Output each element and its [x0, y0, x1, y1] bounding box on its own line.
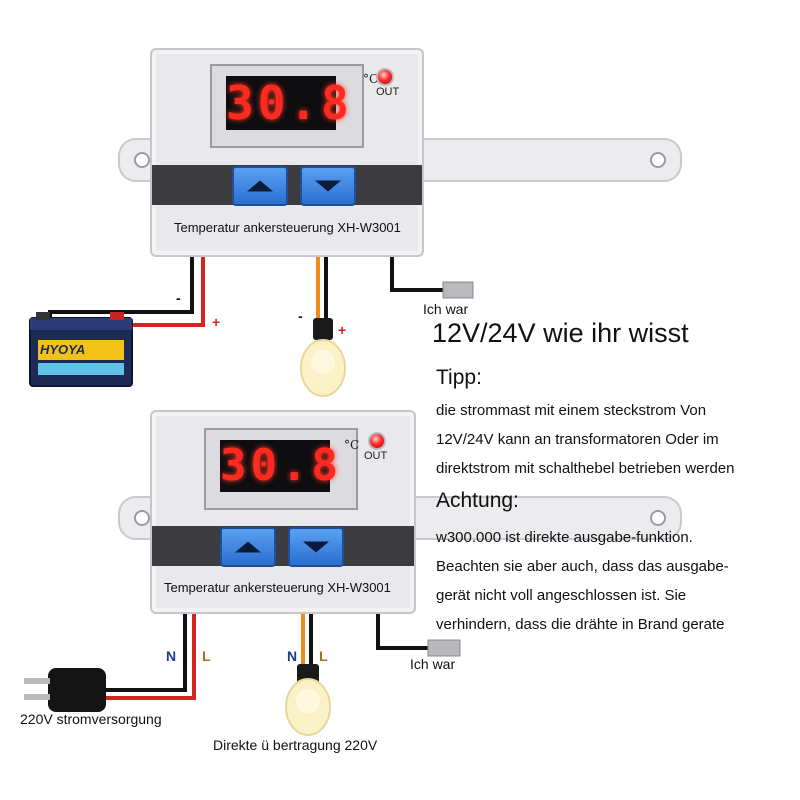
plug-icon	[24, 668, 106, 712]
model-label: Temperatur ankersteuerung XH-W3001	[164, 580, 391, 595]
up-button[interactable]	[232, 166, 288, 206]
temperature-display: 30.8	[226, 76, 353, 130]
power-n-label: N	[166, 648, 177, 664]
bulb-l-label: L	[319, 648, 328, 664]
tip-title: Tipp:	[436, 366, 482, 389]
model-label: Temperatur ankersteuerung XH-W3001	[174, 220, 401, 235]
down-arrow-icon	[315, 180, 341, 192]
mount-hole	[650, 152, 666, 168]
tip-line: 12V/24V kann an transformatoren Oder im	[436, 431, 719, 448]
unit-label: °C	[344, 438, 360, 452]
control-band	[152, 526, 414, 566]
display-frame: 30.8	[204, 428, 358, 510]
sensor-probe-icon	[390, 255, 474, 299]
attention-line: w300.000 ist direkte ausgabe-funktion.	[436, 529, 693, 546]
bottom-controller: 30.8 °C OUT Temperatur ankersteuerung XH…	[150, 410, 416, 614]
sensor-probe-icon	[376, 612, 461, 657]
bottom-power-wires	[103, 610, 196, 700]
down-button[interactable]	[288, 527, 344, 567]
up-arrow-icon	[235, 541, 261, 553]
top-bulb-wires	[316, 253, 328, 327]
top-probe-label: Ich war	[423, 301, 469, 317]
lightbulb-icon	[285, 664, 331, 736]
power-l-label: L	[202, 648, 211, 664]
out-label: OUT	[364, 450, 388, 462]
tip-line: direktstrom mit schalthebel betrieben we…	[436, 460, 735, 477]
mount-hole	[134, 152, 150, 168]
attention-line: Beachten sie aber auch, dass das ausgabe…	[436, 558, 729, 575]
tip-line: die strommast mit einem steckstrom Von	[436, 402, 707, 419]
unit-label: °C	[363, 72, 379, 86]
attention-line: verhindern, dass die drähte in Brand ger…	[436, 616, 725, 633]
up-button[interactable]	[220, 527, 276, 567]
power-caption: 220V stromversorgung	[20, 711, 162, 727]
led-indicator-icon	[368, 432, 386, 450]
mount-hole	[650, 510, 666, 526]
led-indicator-icon	[376, 68, 394, 86]
down-arrow-icon	[303, 541, 329, 553]
bottom-probe-label: Ich war	[410, 656, 456, 672]
battery-icon	[29, 312, 133, 387]
lightbulb-icon	[300, 318, 346, 397]
down-button[interactable]	[300, 166, 356, 206]
bulb-minus-label: -	[298, 308, 303, 324]
battery-brand: HYOYA	[40, 342, 86, 357]
output-caption: Direkte ü bertragung 220V	[213, 737, 378, 753]
bulb-plus-label: +	[338, 322, 347, 338]
top-controller: 30.8 °C OUT Temperatur ankersteuerung XH…	[150, 48, 424, 257]
display-frame: 30.8	[210, 64, 364, 148]
battery-plus-label: +	[212, 314, 221, 330]
battery-minus-label: -	[176, 290, 181, 306]
mount-hole	[134, 510, 150, 526]
notes-heading: 12V/24V wie ihr wisst	[432, 318, 689, 348]
out-label: OUT	[376, 86, 400, 98]
temperature-display: 30.8	[220, 440, 342, 492]
up-arrow-icon	[247, 180, 273, 192]
bulb-n-label: N	[287, 648, 298, 664]
attention-line: gerät nicht voll angeschlossen ist. Sie	[436, 587, 687, 604]
attention-title: Achtung:	[436, 489, 519, 512]
